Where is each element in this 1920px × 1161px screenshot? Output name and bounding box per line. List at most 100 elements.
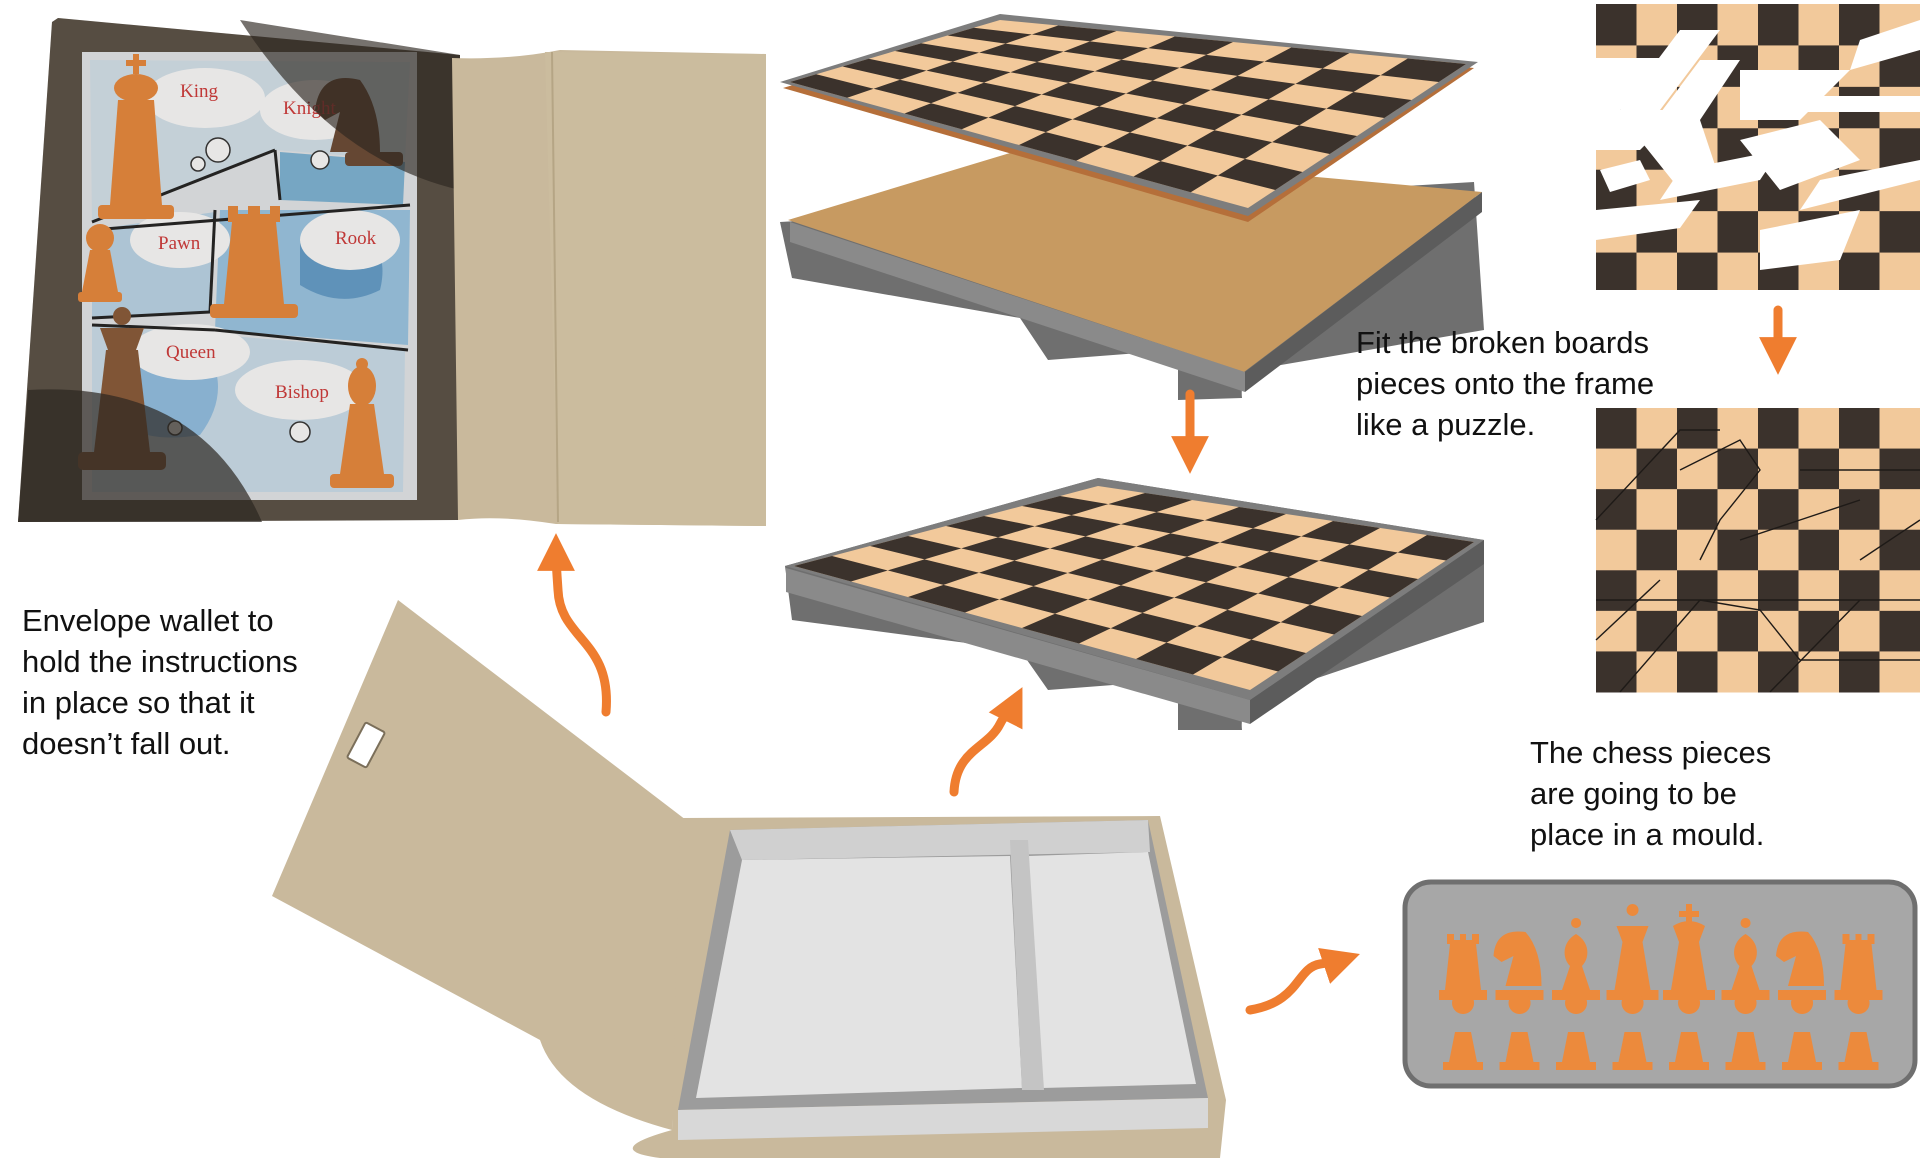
mould-pawn-piece bbox=[1443, 992, 1483, 1070]
dark-square bbox=[926, 61, 1011, 83]
checker-square bbox=[1839, 448, 1880, 490]
dark-square bbox=[1272, 125, 1357, 154]
checker-square bbox=[1798, 651, 1840, 693]
checker-square bbox=[1636, 610, 1678, 652]
checker-square bbox=[1677, 489, 1718, 531]
dark-square bbox=[1210, 75, 1296, 100]
dark-square bbox=[1063, 41, 1149, 60]
dark-square bbox=[988, 106, 1073, 133]
box-compartment-left bbox=[696, 856, 1022, 1098]
checker-square bbox=[1758, 610, 1799, 652]
board-assembled bbox=[785, 478, 1484, 730]
caption-mould-line-1: The chess pieces bbox=[1530, 735, 1772, 770]
checker-square bbox=[1798, 570, 1840, 612]
caption-envelope-line-4: doesn’t fall out. bbox=[22, 726, 231, 761]
dark-square bbox=[1067, 559, 1154, 586]
dark-square bbox=[1136, 642, 1223, 675]
instruction-folder: King Knight Pawn Rook Queen Bishop bbox=[18, 18, 766, 526]
checker-square bbox=[1717, 448, 1759, 490]
comic-label-queen: Queen bbox=[166, 342, 216, 363]
dark-square bbox=[1133, 161, 1218, 193]
dark-square bbox=[1280, 604, 1362, 635]
dark-square bbox=[979, 43, 1064, 62]
checker-square bbox=[1758, 489, 1799, 531]
arrow-box-to-folder bbox=[537, 533, 611, 717]
checker-square bbox=[1879, 408, 1920, 450]
dark-square bbox=[1380, 58, 1466, 82]
board-assembled-checkerboard bbox=[794, 486, 1474, 690]
checker-square bbox=[1596, 252, 1637, 290]
folder-shadow-bottom bbox=[18, 389, 262, 522]
comic-label-king: King bbox=[180, 81, 219, 102]
puzzle-seam-lines bbox=[1595, 429, 1920, 693]
dark-square bbox=[1121, 512, 1205, 534]
dark-square bbox=[1031, 25, 1117, 42]
dark-square bbox=[794, 556, 888, 582]
dark-square bbox=[1295, 68, 1381, 92]
checker-square bbox=[1596, 529, 1637, 571]
dark-square bbox=[1204, 507, 1286, 529]
caption-envelope: Envelope wallet to hold the instructions… bbox=[22, 600, 298, 764]
dark-square bbox=[1319, 544, 1398, 570]
checker-square bbox=[1879, 570, 1920, 612]
mould-tray bbox=[1402, 879, 1918, 1089]
checker-square bbox=[1798, 448, 1840, 490]
lid-handle-slot bbox=[346, 721, 386, 769]
dark-square bbox=[908, 584, 1000, 613]
mould-knight-piece bbox=[1493, 931, 1544, 1000]
dark-square bbox=[1148, 36, 1233, 55]
mould-rook-piece bbox=[1834, 934, 1883, 1000]
checker-square bbox=[1636, 408, 1678, 450]
dark-square bbox=[904, 103, 989, 130]
dark-square bbox=[961, 537, 1050, 561]
checker-square bbox=[1717, 211, 1759, 254]
checker-square bbox=[1879, 448, 1920, 490]
checker-square bbox=[1636, 570, 1678, 612]
mould-king-piece bbox=[1663, 904, 1715, 1000]
checker-square bbox=[1798, 408, 1840, 450]
mould-pawn-piece bbox=[1612, 992, 1653, 1070]
dark-square bbox=[1264, 47, 1350, 69]
checker-square bbox=[1596, 4, 1637, 46]
comic-bishop-piece bbox=[330, 358, 394, 488]
mould-pawn-piece bbox=[1725, 992, 1766, 1070]
checker-square bbox=[1879, 651, 1920, 693]
puzzle-assembled-board bbox=[1595, 408, 1920, 693]
checker-square bbox=[1717, 651, 1759, 693]
checker-square bbox=[1596, 408, 1637, 450]
dark-square bbox=[1301, 521, 1380, 545]
caption-puzzle-line-2: pieces onto the frame bbox=[1356, 366, 1655, 401]
storage-box bbox=[272, 600, 1226, 1158]
checker-square bbox=[1839, 252, 1880, 290]
puzzle-checker-pattern bbox=[1596, 408, 1920, 693]
dark-square bbox=[1397, 535, 1474, 561]
checker-square bbox=[1879, 211, 1920, 254]
comic-pawn-piece bbox=[78, 224, 122, 302]
caption-envelope-line-3: in place so that it bbox=[22, 685, 255, 720]
dark-square bbox=[1241, 99, 1327, 126]
dark-square bbox=[1110, 612, 1197, 643]
checker-square bbox=[1717, 252, 1759, 290]
dark-square bbox=[790, 74, 874, 98]
checker-square bbox=[1758, 408, 1799, 450]
box-lid bbox=[272, 600, 686, 1130]
caption-mould: The chess pieces are going to be place i… bbox=[1530, 732, 1771, 855]
checker-square bbox=[1717, 489, 1759, 531]
dark-square bbox=[957, 82, 1042, 107]
dark-square bbox=[1094, 59, 1180, 81]
dark-square bbox=[842, 58, 927, 80]
board-top-dark-squares bbox=[790, 25, 1466, 193]
checker-square bbox=[1798, 489, 1840, 531]
checker-square bbox=[1717, 4, 1759, 46]
board-top-exploded bbox=[780, 14, 1484, 400]
mould-knight-piece bbox=[1776, 931, 1826, 1000]
dark-square bbox=[1339, 569, 1418, 598]
piece-mould bbox=[1402, 879, 1918, 1089]
mould-bishop-piece bbox=[1721, 918, 1770, 1000]
checker-square bbox=[1798, 4, 1840, 46]
checker-square bbox=[1839, 489, 1880, 531]
dark-square bbox=[999, 586, 1088, 614]
comic-label-bishop: Bishop bbox=[275, 382, 329, 403]
comic-king-piece bbox=[98, 54, 174, 219]
checker-square bbox=[1596, 489, 1637, 531]
